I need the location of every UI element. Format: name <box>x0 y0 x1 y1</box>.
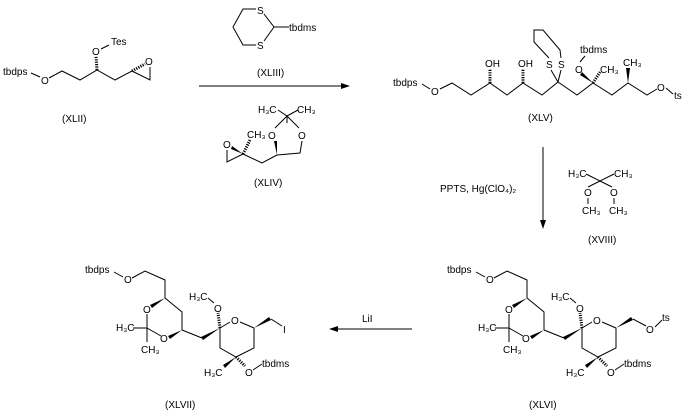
atom-label: O <box>505 305 513 316</box>
atom-label: O <box>124 275 132 286</box>
compound-label: (XLVII) <box>165 400 195 411</box>
atom-label: CH₃ <box>614 169 633 180</box>
atom-label: CH₃ <box>141 345 160 356</box>
atom-label: O <box>657 83 665 94</box>
atom-label: O <box>486 275 494 286</box>
compound-xliii: S S tbdms (XLIII) <box>232 6 316 79</box>
atom-label: H₃C <box>566 368 585 379</box>
atom-label: H₃C <box>189 292 208 303</box>
atom-label: OH <box>485 59 500 70</box>
reaction-arrow-2 <box>540 147 546 229</box>
atom-label: O <box>593 316 601 327</box>
atom-label: H₃C <box>568 169 587 180</box>
atom-label: O <box>522 334 530 345</box>
atom-label: O <box>576 304 584 315</box>
atom-label: tbdps <box>85 265 109 276</box>
atom-label: CH₃ <box>503 345 522 356</box>
atom-label: H₃C <box>478 323 497 334</box>
atom-label: OH <box>518 59 533 70</box>
atom-label: O <box>298 131 306 142</box>
atom-label: O <box>245 368 253 379</box>
atom-label: tbdps <box>447 265 471 276</box>
compound-label: (XLIII) <box>257 68 284 79</box>
compound-xlii: tbdps O O Tes O (XLII) <box>3 37 153 125</box>
atom-label: tbdms <box>580 45 607 56</box>
atom-label: O <box>223 140 231 151</box>
compound-xviii: H₃C CH₃ O O CH₃ CH₃ (XVIII) <box>568 169 633 246</box>
atom-label: S <box>257 41 264 52</box>
atom-label: H₃C <box>258 105 277 116</box>
atom-label: tbdms <box>624 359 651 370</box>
reagent-ppts-hg: PPTS, Hg(ClO₄)₂ <box>440 184 516 195</box>
compound-xlvii: tbdps O O O H₃C CH₃ O H₃C O I H₃C O tbdm… <box>85 265 289 411</box>
atom-label: H₃C <box>116 323 135 334</box>
atom-label: O <box>610 188 618 199</box>
atom-label: O <box>607 368 615 379</box>
atom-label: O <box>575 65 583 76</box>
atom-label: O <box>214 304 222 315</box>
atom-label: tbdms <box>289 23 316 34</box>
compound-xlvi: tbdps O O O H₃C CH₃ O H₃C O O ts H₃C O t… <box>447 265 670 411</box>
atom-label: CH₃ <box>582 206 601 217</box>
atom-label: O <box>92 47 100 58</box>
atom-label: O <box>646 325 654 336</box>
atom-label: O <box>143 305 151 316</box>
atom-label: O <box>431 87 439 98</box>
compound-label: (XLII) <box>62 114 86 125</box>
atom-label: tbdps <box>393 78 417 89</box>
atom-label: CH₃ <box>623 58 642 69</box>
compound-xlv: tbdps O OH OH S S tbdms O CH₃ CH₃ O ts (… <box>393 29 682 124</box>
atom-label: S <box>546 60 553 71</box>
compound-label: (XLVI) <box>529 400 557 411</box>
atom-label: H₃C <box>204 368 223 379</box>
atom-label: O <box>268 131 276 142</box>
atom-label: O <box>231 316 239 327</box>
atom-label: O <box>145 57 153 68</box>
atom-label: H₃C <box>551 292 570 303</box>
atom-label: Tes <box>111 37 127 48</box>
atom-label: O <box>160 334 168 345</box>
atom-label: CH₃ <box>600 65 619 76</box>
atom-label: tbdms <box>262 359 289 370</box>
compound-label: (XVIII) <box>588 235 616 246</box>
atom-label: S <box>558 60 565 71</box>
atom-label: CH₃ <box>297 105 316 116</box>
atom-label: CH₃ <box>609 206 628 217</box>
atom-label: S <box>257 6 264 17</box>
atom-label: CH₃ <box>247 130 266 141</box>
atom-label: tbdps <box>3 67 27 78</box>
reaction-arrow-3 <box>329 326 412 332</box>
compound-xliv: H₃C CH₃ O O CH₃ O (XLIV) <box>223 105 316 189</box>
compound-label: (XLV) <box>528 113 553 124</box>
atom-label: ts <box>674 91 682 102</box>
atom-label: O <box>41 76 49 87</box>
atom-label: O <box>584 188 592 199</box>
atom-label: ts <box>662 313 670 324</box>
reagent-lii: LiI <box>362 314 373 325</box>
compound-label: (XLIV) <box>254 178 282 189</box>
atom-label: I <box>283 325 286 336</box>
reaction-arrow-1 <box>199 83 350 89</box>
